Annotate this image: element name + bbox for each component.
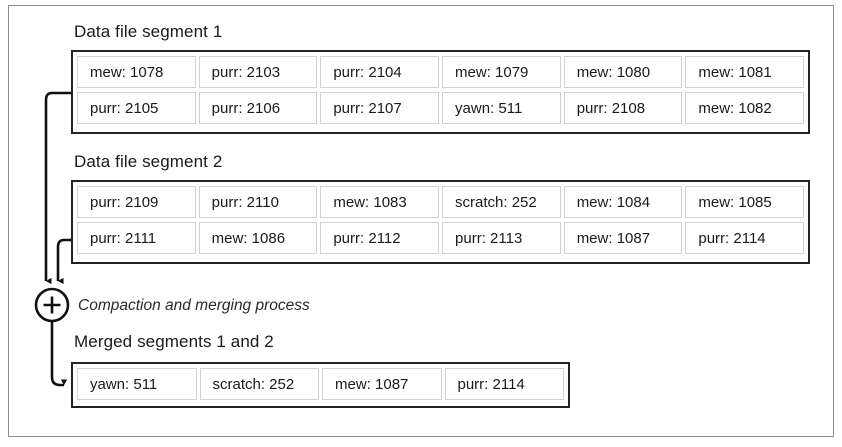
data-cell: mew: 1086 bbox=[198, 222, 318, 254]
segment-2-row-2: purr: 2111 mew: 1086 purr: 2112 purr: 21… bbox=[77, 222, 805, 254]
data-cell: purr: 2107 bbox=[320, 92, 440, 124]
data-cell: mew: 1080 bbox=[563, 56, 683, 88]
data-cell: scratch: 252 bbox=[199, 368, 319, 400]
data-cell: yawn: 511 bbox=[77, 368, 197, 400]
segment-2-box: purr: 2109 purr: 2110 mew: 1083 scratch:… bbox=[71, 180, 810, 264]
data-cell: mew: 1087 bbox=[322, 368, 442, 400]
segment-2-row-1: purr: 2109 purr: 2110 mew: 1083 scratch:… bbox=[77, 186, 805, 218]
data-cell: purr: 2110 bbox=[198, 186, 318, 218]
data-cell: mew: 1084 bbox=[563, 186, 683, 218]
data-cell: purr: 2103 bbox=[198, 56, 318, 88]
segment-2-title: Data file segment 2 bbox=[74, 152, 223, 171]
merged-segment-title: Merged segments 1 and 2 bbox=[74, 332, 274, 351]
data-cell: mew: 1079 bbox=[442, 56, 561, 88]
data-cell: mew: 1083 bbox=[320, 186, 440, 218]
data-cell: purr: 2114 bbox=[685, 222, 805, 254]
merge-process-label: Compaction and merging process bbox=[78, 297, 310, 314]
data-cell: mew: 1085 bbox=[685, 186, 805, 218]
data-cell: purr: 2113 bbox=[442, 222, 561, 254]
data-cell: mew: 1081 bbox=[685, 56, 805, 88]
merged-row-1: yawn: 511 scratch: 252 mew: 1087 purr: 2… bbox=[77, 368, 564, 400]
segment-1-title: Data file segment 1 bbox=[74, 22, 223, 41]
segment-1-row-1: mew: 1078 purr: 2103 purr: 2104 mew: 107… bbox=[77, 56, 805, 88]
merged-segment-box: yawn: 511 scratch: 252 mew: 1087 purr: 2… bbox=[71, 362, 570, 408]
data-cell: purr: 2108 bbox=[563, 92, 683, 124]
data-cell: yawn: 511 bbox=[442, 92, 561, 124]
data-cell: mew: 1087 bbox=[563, 222, 683, 254]
segment-1-box: mew: 1078 purr: 2103 purr: 2104 mew: 107… bbox=[71, 50, 810, 134]
data-cell: purr: 2109 bbox=[77, 186, 196, 218]
data-cell: purr: 2111 bbox=[77, 222, 196, 254]
data-cell: purr: 2114 bbox=[444, 368, 564, 400]
data-cell: mew: 1082 bbox=[685, 92, 805, 124]
segment-1-row-2: purr: 2105 purr: 2106 purr: 2107 yawn: 5… bbox=[77, 92, 805, 124]
data-cell: purr: 2106 bbox=[198, 92, 318, 124]
data-cell: mew: 1078 bbox=[77, 56, 196, 88]
data-cell: purr: 2105 bbox=[77, 92, 196, 124]
data-cell: purr: 2104 bbox=[320, 56, 440, 88]
data-cell: scratch: 252 bbox=[442, 186, 561, 218]
data-cell: purr: 2112 bbox=[320, 222, 440, 254]
